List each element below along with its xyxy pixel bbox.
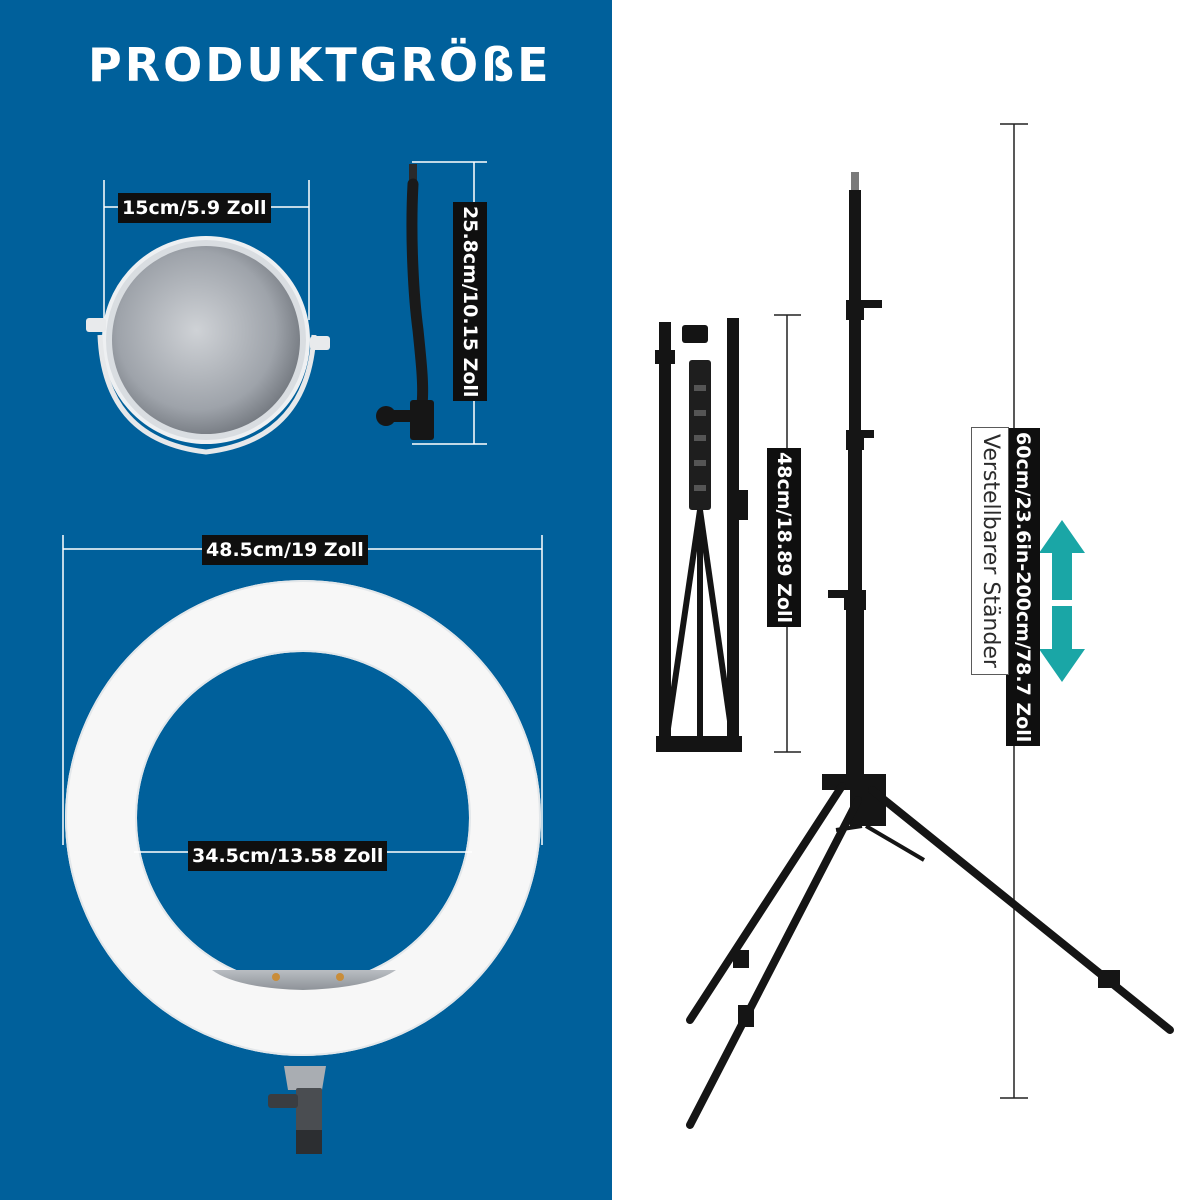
ring-light-illustration: [62, 535, 543, 1154]
stand-height-range-label: 60cm/23.6in-200cm/78.7 Zoll: [1006, 428, 1040, 747]
adjust-arrows-icon: [1039, 520, 1085, 682]
folded-stand-illustration: [655, 314, 801, 753]
ring-inner-diameter-label: 34.5cm/13.58 Zoll: [188, 841, 388, 871]
page-title: PRODUKTGRÖßE: [88, 38, 552, 92]
tall-stand-illustration: [686, 123, 1174, 1129]
folded-stand-height-label: 48cm/18.89 Zoll: [767, 448, 801, 628]
ring-outer-diameter-label: 48.5cm/19 Zoll: [202, 535, 368, 565]
mirror-illustration: [86, 180, 330, 455]
adjustable-stand-caption: Verstellbarer Ständer: [971, 427, 1009, 675]
mirror-width-label: 15cm/5.9 Zoll: [118, 193, 271, 223]
gooseneck-length-label: 25.8cm/10.15 Zoll: [453, 202, 487, 402]
